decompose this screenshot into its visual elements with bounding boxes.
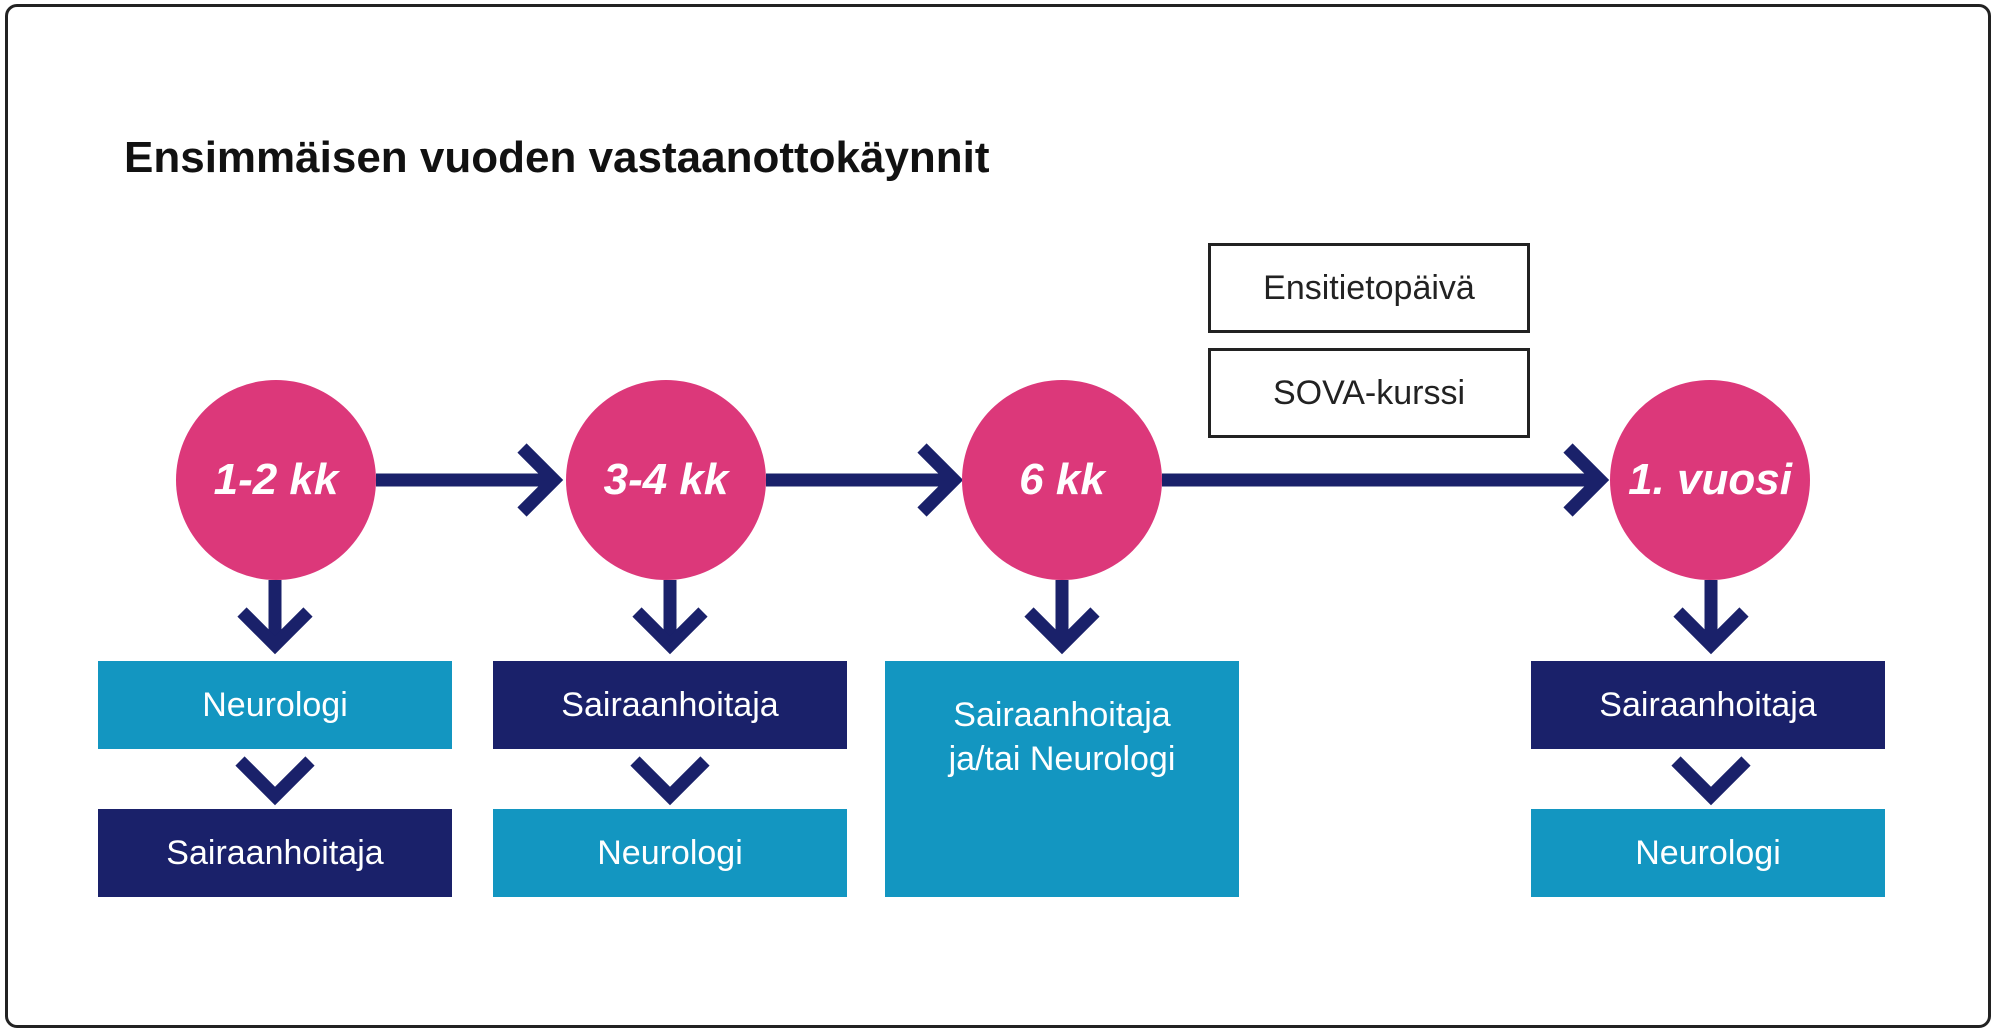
arrow-down-1 [237,580,313,655]
visit-label: Sairaanhoitaja [1599,686,1817,724]
arrow-right-1 [376,443,564,517]
visit-box-sairaanhoitaja-neurologi: Sairaanhoitaja ja/tai Neurologi [885,661,1239,897]
visit-label: Sairaanhoitaja [561,686,779,724]
chevron-down-icon [630,756,710,806]
extra-label: Ensitietopäivä [1263,268,1475,307]
milestone-label: 1-2 kk [213,455,339,504]
milestone-label: 1. vuosi [1628,455,1792,504]
visit-label: Sairaanhoitaja ja/tai Neurologi [948,696,1176,778]
milestone-label: 6 kk [1019,455,1105,504]
visit-box-neurologi: Neurologi [98,661,452,749]
visit-label: Neurologi [202,686,348,724]
arrow-down-4 [1673,580,1749,655]
milestone-circle-3-4kk: 3-4 kk [566,380,766,580]
visit-box-sairaanhoitaja: Sairaanhoitaja [493,661,847,749]
diagram-title: Ensimmäisen vuoden vastaanottokäynnit [124,133,990,182]
milestone-circle-1-2kk: 1-2 kk [176,380,376,580]
visit-box-neurologi: Neurologi [1531,809,1885,897]
extra-box-ensitietopaiva: Ensitietopäivä [1208,243,1530,333]
visit-box-sairaanhoitaja: Sairaanhoitaja [98,809,452,897]
arrow-right-2 [766,443,964,517]
visit-label: Neurologi [1635,834,1781,872]
arrow-down-3 [1024,580,1100,655]
arrow-right-3 [1162,443,1610,517]
arrow-down-2 [632,580,708,655]
milestone-circle-6kk: 6 kk [962,380,1162,580]
visit-box-sairaanhoitaja: Sairaanhoitaja [1531,661,1885,749]
milestone-circle-1-vuosi: 1. vuosi [1610,380,1810,580]
extra-label: SOVA-kurssi [1272,373,1466,412]
chevron-down-icon [235,756,315,806]
chevron-down-icon [1671,756,1751,806]
visit-label: Neurologi [597,834,743,872]
visit-label: Sairaanhoitaja [166,834,384,872]
visit-box-neurologi: Neurologi [493,809,847,897]
milestone-label: 3-4 kk [603,455,729,504]
extra-box-sova-kurssi: SOVA-kurssi [1208,348,1530,438]
